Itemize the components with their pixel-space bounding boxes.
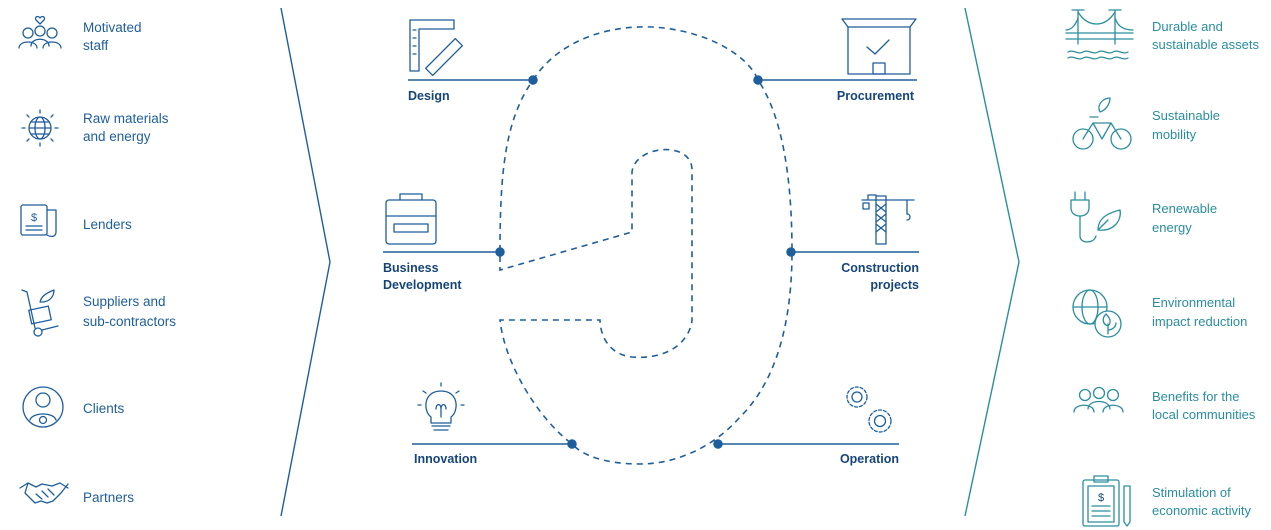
lenders-document-icon [20, 204, 57, 238]
outcomes-column [1065, 9, 1134, 527]
clipboard-dollar-icon [1082, 475, 1131, 527]
input-label-clients: Clients [83, 401, 125, 416]
stage-icons [385, 18, 917, 433]
right-chevron-divider [964, 7, 1020, 517]
crane-icon [861, 194, 915, 245]
handshake-icon [19, 482, 69, 504]
bridge-icon [1065, 9, 1134, 60]
set-square-ruler-icon [409, 19, 464, 77]
inputs-column: $ [18, 15, 69, 504]
stage-innovation-label: Innovation [414, 452, 477, 466]
motivated-staff-icon [18, 15, 62, 49]
gears-icon [846, 386, 892, 433]
raw-materials-globe-icon [21, 109, 59, 147]
bicycle-icon [1072, 97, 1132, 150]
svg-text:$: $ [31, 212, 37, 224]
left-chevron-divider [280, 7, 331, 517]
stage-design-label: Design [408, 89, 450, 103]
community-people-icon [1073, 386, 1124, 413]
stage-procurement-label: Procurement [837, 89, 915, 103]
lifecycle-loop [499, 26, 793, 465]
plug-leaf-icon [1070, 191, 1121, 243]
lightbulb-icon [417, 382, 465, 431]
input-label-lenders: Lenders [83, 217, 132, 232]
stage-connectors [383, 75, 919, 449]
input-label-partners: Partners [83, 490, 134, 505]
stage-operation-label: Operation [840, 452, 899, 466]
clipboard-dollar-sign: $ [1098, 492, 1104, 504]
briefcase-icon [385, 193, 437, 245]
box-checkmark-icon [841, 18, 917, 75]
globe-leaf-icon [1072, 289, 1122, 338]
client-user-icon [22, 386, 64, 428]
supplier-cart-icon [21, 289, 59, 337]
